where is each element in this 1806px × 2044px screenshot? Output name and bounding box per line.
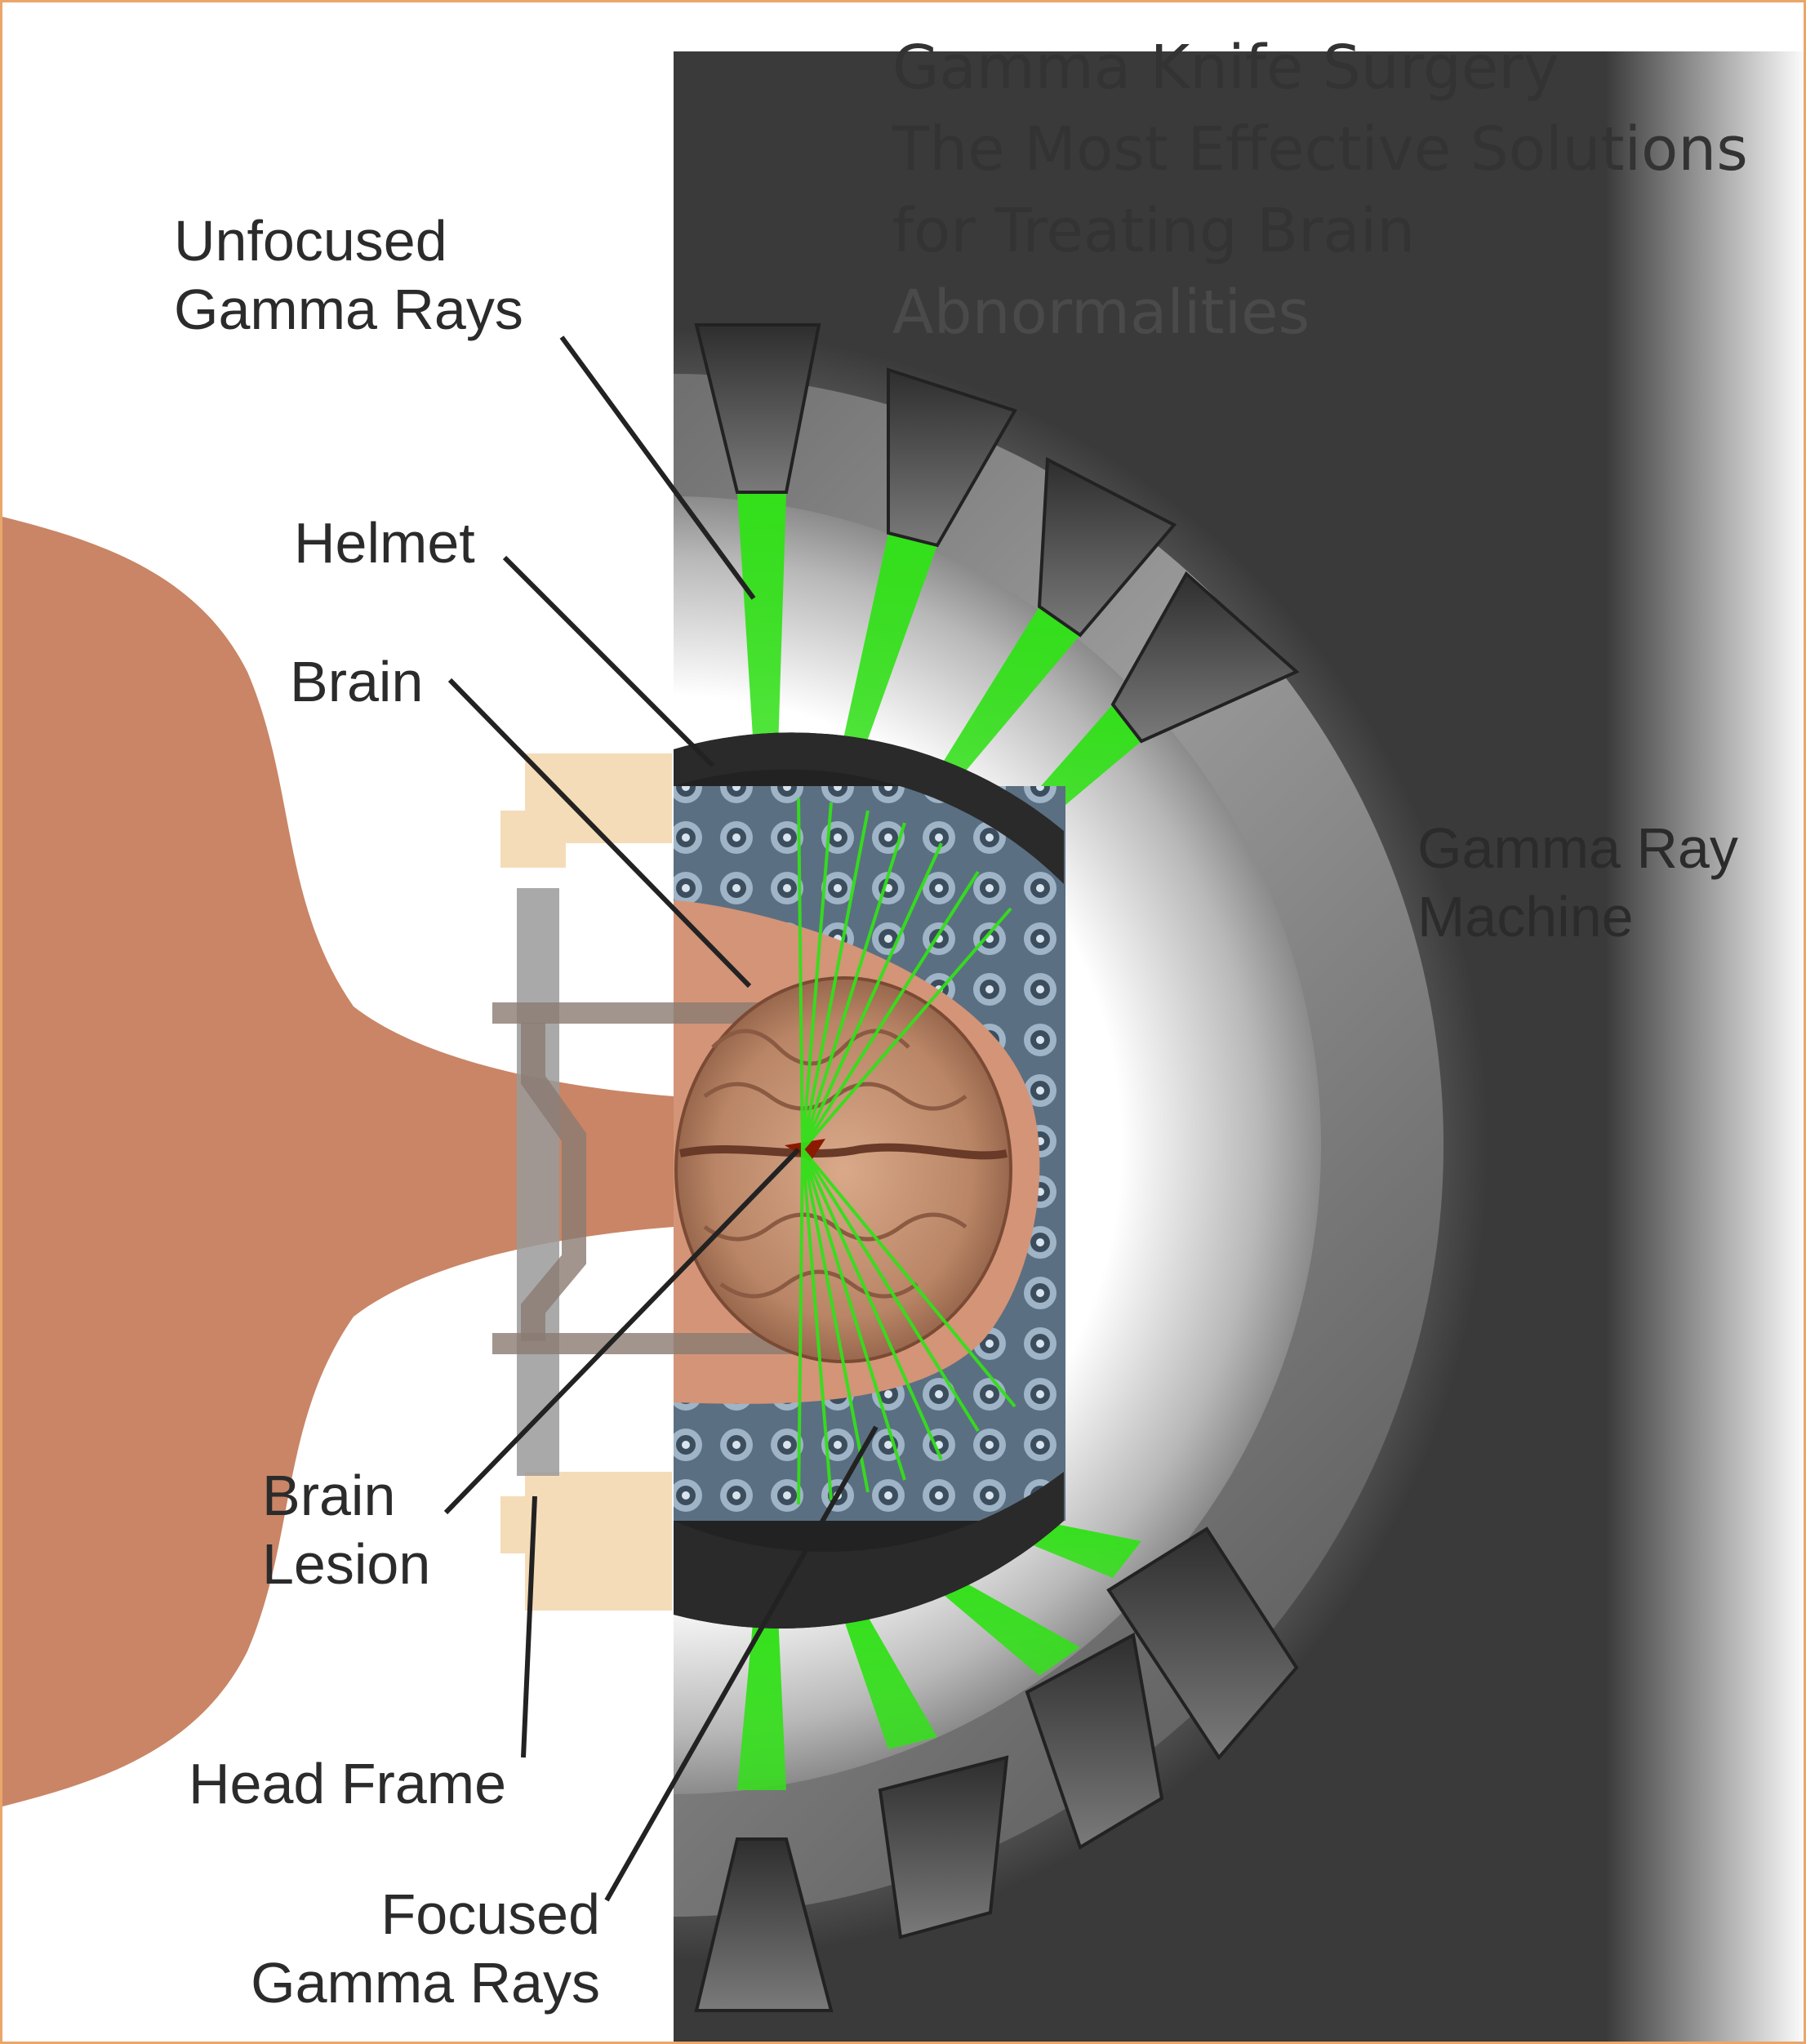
label-unfocused-gamma-rays: Unfocused Gamma Rays xyxy=(174,207,523,344)
title-line-4: Abnormalities xyxy=(892,278,1310,348)
label-head-frame: Head Frame xyxy=(189,1749,506,1818)
page-title: Gamma Knife Surgery The Most Effective S… xyxy=(892,27,1748,353)
label-unfocused-line-2: Gamma Rays xyxy=(174,278,523,341)
title-line-1: Gamma Knife Surgery xyxy=(892,33,1559,103)
label-focused-line-2: Gamma Rays xyxy=(251,1951,600,2015)
leader-brain xyxy=(447,678,752,989)
leader-unfocused xyxy=(559,335,756,600)
label-lesion-line-1: Brain xyxy=(262,1464,396,1527)
label-gamma-ray-machine: Gamma Ray Machine xyxy=(1417,814,1738,951)
machine-ring xyxy=(674,374,1443,1917)
label-lesion-line-2: Lesion xyxy=(262,1532,431,1596)
brain xyxy=(674,976,1012,1363)
label-helmet: Helmet xyxy=(294,509,475,577)
label-brain: Brain xyxy=(290,647,423,716)
collimator-nozzles xyxy=(694,323,1300,2012)
unfocused-ray-beams xyxy=(737,492,1141,1790)
leader-helmet xyxy=(502,555,715,768)
label-unfocused-line-1: Unfocused xyxy=(174,209,447,273)
label-helmet-text: Helmet xyxy=(294,511,475,575)
focused-ray-lines xyxy=(797,798,1016,1505)
label-brain-text: Brain xyxy=(290,650,424,713)
label-machine-line-1: Gamma Ray xyxy=(1417,816,1738,880)
label-focused-line-1: Focused xyxy=(380,1882,600,1946)
label-head-frame-text: Head Frame xyxy=(189,1752,507,1815)
title-line-2: The Most Effective Solutions xyxy=(892,114,1748,184)
leader-lines xyxy=(443,335,879,1902)
leader-focused xyxy=(604,1425,879,1902)
leader-head-frame xyxy=(521,1495,537,1758)
label-machine-line-2: Machine xyxy=(1417,885,1634,949)
label-focused-gamma-rays: Focused Gamma Rays xyxy=(225,1880,600,2017)
title-line-3: for Treating Brain xyxy=(892,196,1416,266)
leader-lesion xyxy=(443,1147,801,1515)
label-brain-lesion: Brain Lesion xyxy=(262,1461,430,1598)
